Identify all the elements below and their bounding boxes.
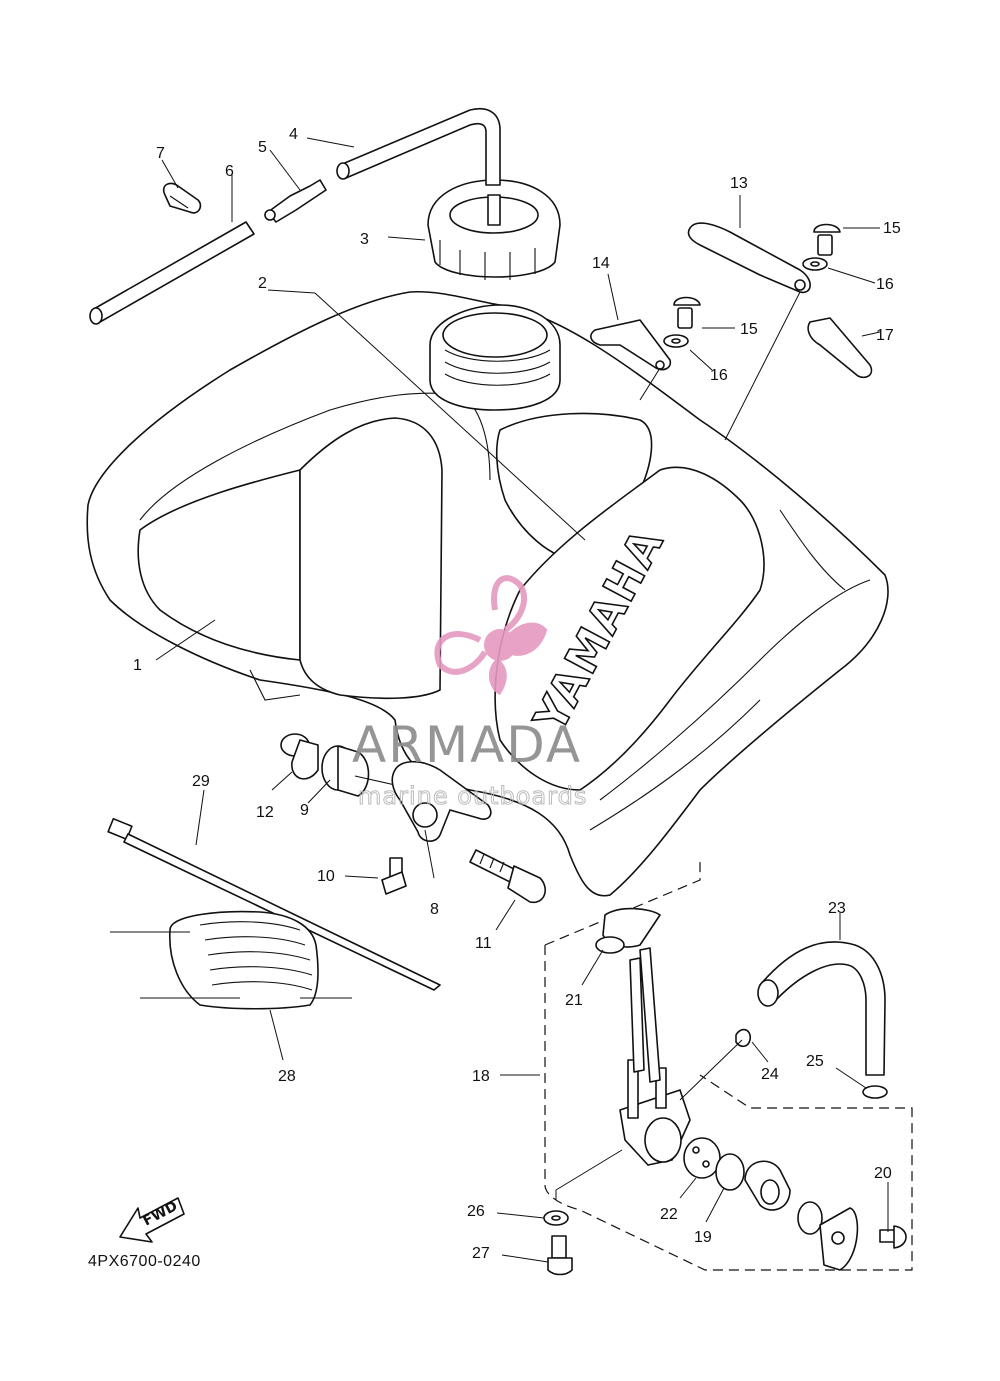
fuel-hose-23 xyxy=(757,941,886,1076)
cover-28 xyxy=(110,910,352,1010)
callout-26: 26 xyxy=(467,1203,485,1220)
bracket-17 xyxy=(807,317,873,379)
washer-16-upper xyxy=(802,257,828,271)
callout-16-upper: 16 xyxy=(876,276,894,293)
callout-7: 7 xyxy=(156,145,165,162)
callout-8: 8 xyxy=(430,901,439,918)
callout-27: 27 xyxy=(472,1245,490,1262)
hose-joint xyxy=(264,179,327,223)
leader-lines xyxy=(155,137,889,1263)
callout-5: 5 xyxy=(258,139,267,156)
callout-15-upper: 15 xyxy=(883,220,901,237)
breather-hose xyxy=(336,108,501,186)
lower-breather-hose xyxy=(89,221,255,325)
fuel-tank: YAMAHA xyxy=(86,290,889,897)
propeller-logo-icon xyxy=(434,575,548,695)
callout-1: 1 xyxy=(133,657,142,674)
gasket-22 xyxy=(683,1137,721,1179)
callout-6: 6 xyxy=(225,163,234,180)
o-ring-19 xyxy=(715,1153,745,1191)
callout-11: 11 xyxy=(475,935,492,952)
callout-4: 4 xyxy=(289,126,298,143)
bolt-10 xyxy=(381,857,407,895)
damper-9 xyxy=(321,745,396,797)
bracket-8 xyxy=(391,760,492,842)
callout-14: 14 xyxy=(592,255,610,272)
callout-labels: 1 2 3 4 5 6 7 8 9 10 11 12 13 14 15 15 1… xyxy=(133,126,901,1262)
screw-20 xyxy=(879,1225,907,1249)
watermark-title: ARMADA xyxy=(352,716,582,774)
cover-plate xyxy=(819,1207,859,1271)
callout-28: 28 xyxy=(278,1068,296,1085)
lever-knob xyxy=(744,1160,791,1211)
washer-16-lower xyxy=(663,334,689,348)
callout-24: 24 xyxy=(761,1066,779,1083)
fuel-cap xyxy=(427,179,561,280)
callout-17: 17 xyxy=(876,327,894,344)
watermark-subtitle: marine outboards xyxy=(358,782,587,810)
bolt-15-lower xyxy=(673,296,701,329)
bracket-14 xyxy=(590,319,672,371)
callout-18: 18 xyxy=(472,1068,490,1085)
callout-13: 13 xyxy=(730,175,748,192)
callout-29: 29 xyxy=(192,773,210,790)
callout-3: 3 xyxy=(360,231,369,248)
tie-band xyxy=(107,817,441,991)
washer-plate xyxy=(797,1201,823,1235)
fwd-arrow-icon: FWD xyxy=(119,1197,185,1243)
callout-2: 2 xyxy=(258,275,267,292)
fuel-cock xyxy=(619,947,691,1166)
callout-22: 22 xyxy=(660,1206,678,1223)
callout-19: 19 xyxy=(694,1229,712,1246)
watermark: ARMADA marine outboards xyxy=(352,575,587,811)
bolt-11 xyxy=(469,849,546,904)
hose-clip xyxy=(162,182,202,214)
callout-23: 23 xyxy=(828,900,846,917)
gasket-21 xyxy=(595,907,661,954)
bolt-15-upper xyxy=(813,223,841,256)
callout-12: 12 xyxy=(256,804,274,821)
diagram-code: 4PX6700-0240 xyxy=(88,1253,201,1270)
callout-25: 25 xyxy=(806,1053,824,1070)
rear-bracket-13 xyxy=(687,222,811,294)
callout-10: 10 xyxy=(317,868,335,885)
callout-9: 9 xyxy=(300,802,309,819)
callout-20: 20 xyxy=(874,1165,892,1182)
callout-16-lower: 16 xyxy=(710,367,728,384)
collar-12 xyxy=(280,733,319,780)
washer-26 xyxy=(543,1210,569,1226)
callout-21: 21 xyxy=(565,992,583,1009)
callout-15-lower: 15 xyxy=(740,321,758,338)
bolt-27 xyxy=(547,1235,573,1276)
clip-25 xyxy=(862,1085,888,1099)
fuel-cock-kit-outline xyxy=(544,860,913,1271)
